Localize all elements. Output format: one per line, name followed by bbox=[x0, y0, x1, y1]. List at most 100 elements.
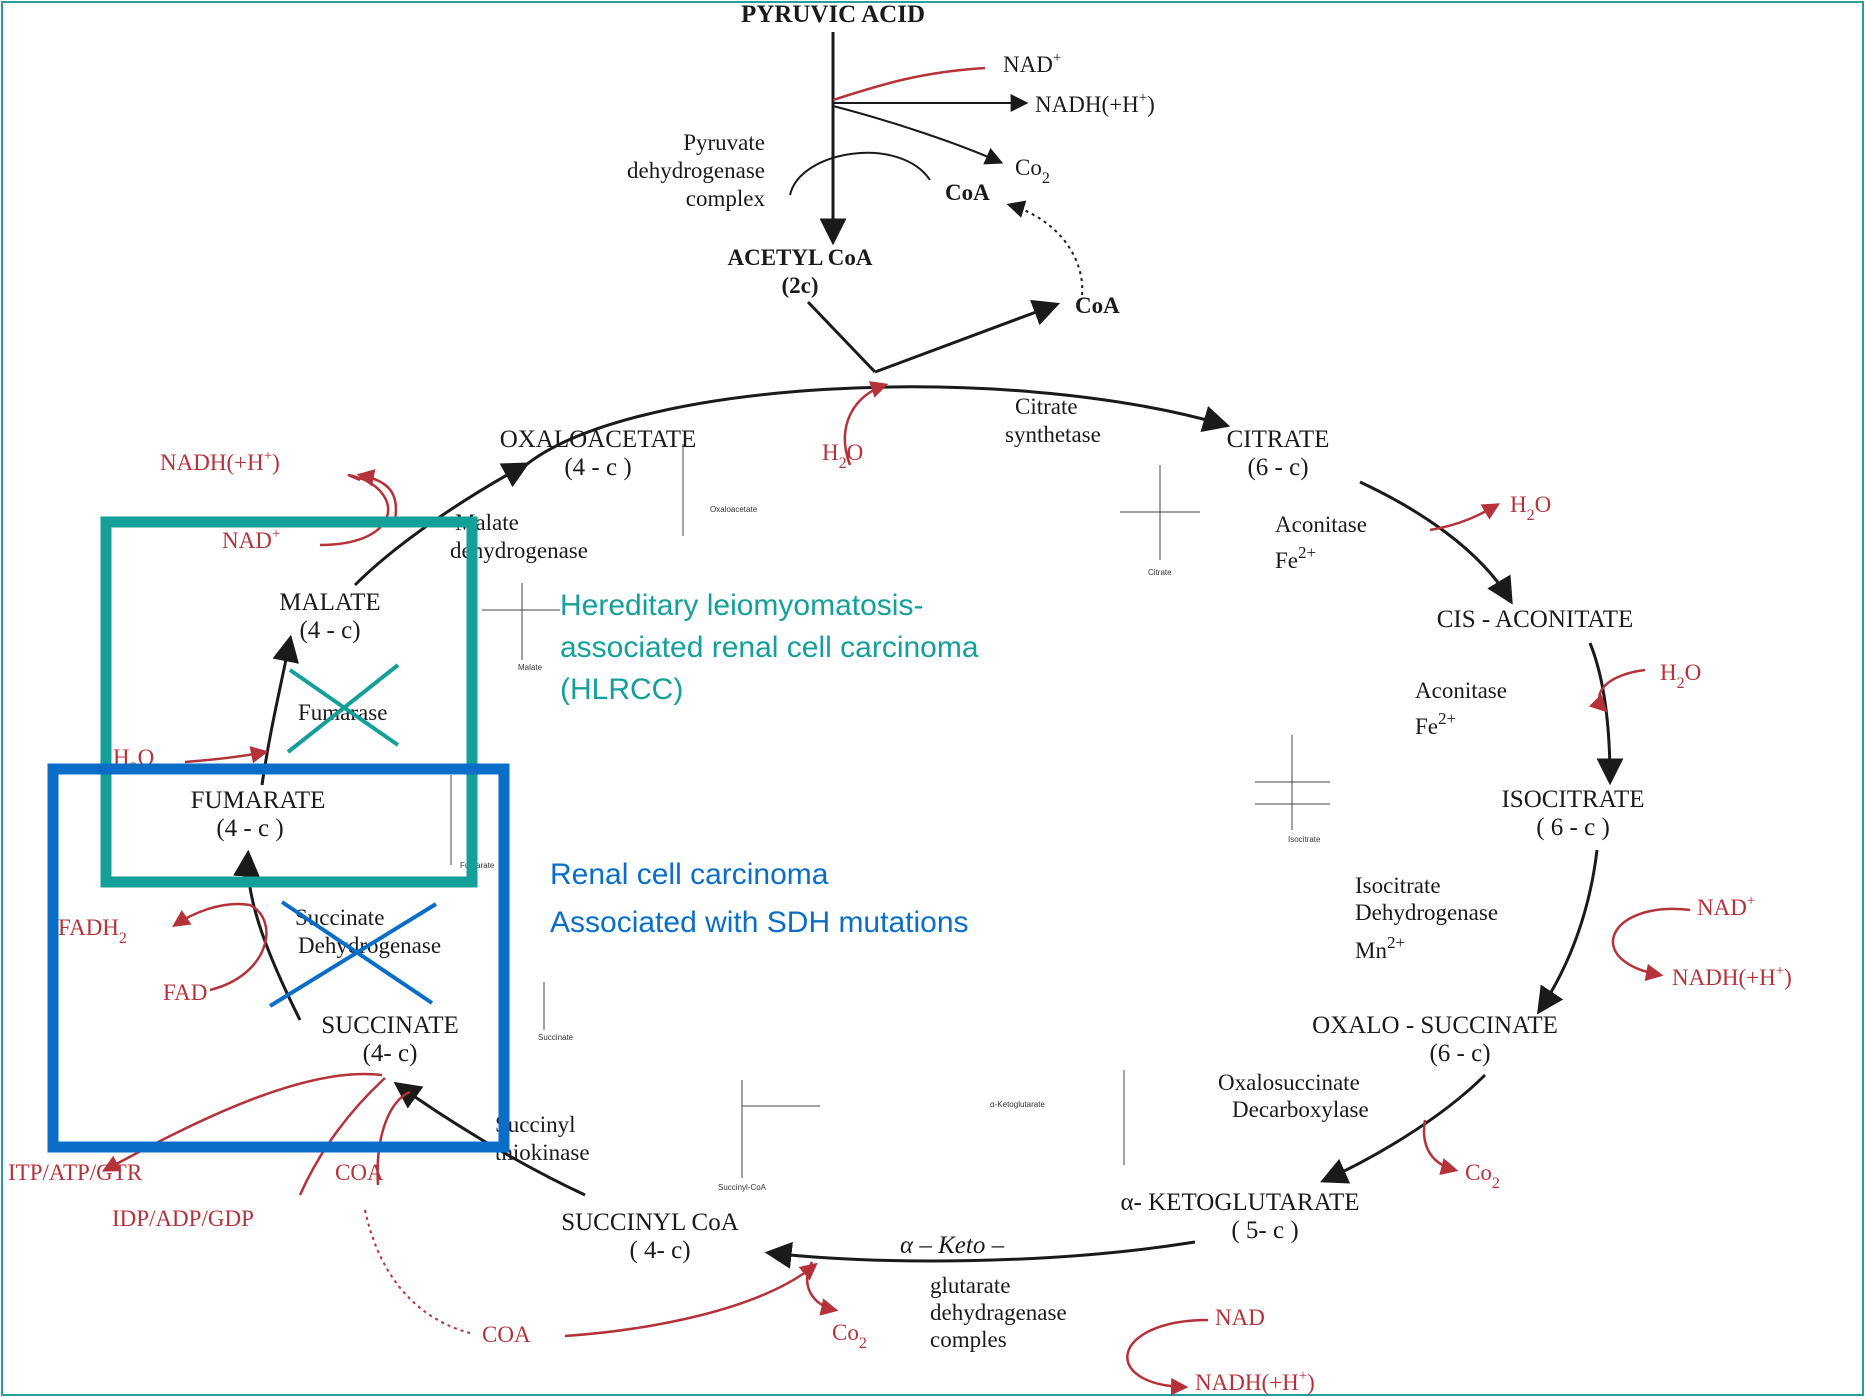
citrate-label: CITRATE bbox=[1227, 426, 1330, 453]
nadh-mdh: NADH(+H+) bbox=[160, 448, 280, 475]
mn-label: Mn2+ bbox=[1355, 933, 1405, 963]
coa-caps-bottom: COA bbox=[482, 1322, 531, 1347]
pdh-label-1: Pyruvate bbox=[683, 130, 765, 155]
hlrcc-box bbox=[100, 516, 478, 888]
nad-icdh-arrow bbox=[1611, 907, 1691, 982]
nad-icdh: NAD+ bbox=[1697, 893, 1755, 920]
coa-recycle-dotted bbox=[1006, 200, 1084, 296]
icdh-label-1: Isocitrate bbox=[1355, 873, 1441, 898]
fumarate-to-malate-arrow bbox=[260, 634, 300, 786]
nadh-top: NADH(+H+) bbox=[1035, 90, 1155, 117]
citrate-structure bbox=[1120, 465, 1200, 560]
isocitrate-label: ISOCITRATE bbox=[1501, 786, 1644, 813]
oxdc-label-1: Oxalosuccinate bbox=[1218, 1070, 1360, 1095]
oxalosuccinate-to-akg-arrow bbox=[1320, 1073, 1487, 1184]
succinyl-coa-label: SUCCINYL CoA bbox=[561, 1209, 739, 1236]
succinate-to-fumarate-arrow bbox=[233, 849, 302, 1021]
nadh-icdh: NADH(+H+) bbox=[1672, 963, 1792, 990]
fe-b: Fe2+ bbox=[1415, 709, 1456, 739]
co2-top: Co2 bbox=[1015, 155, 1050, 187]
cisaconitate-to-isocitrate-arrow bbox=[1588, 642, 1624, 786]
hlrcc-annotation-line-3: (HLRCC) bbox=[560, 673, 683, 706]
nadh-mdh-arrow bbox=[356, 469, 398, 521]
co2-oxdc-arrow bbox=[1422, 1119, 1459, 1176]
nad-mdh-arrow bbox=[319, 473, 390, 547]
aconitase-a: Aconitase bbox=[1275, 512, 1367, 537]
succinate-structure-label: Succinate bbox=[538, 1033, 574, 1042]
fad-label: FAD bbox=[163, 980, 207, 1005]
acetyl-to-cycle bbox=[806, 300, 877, 374]
co2-arrow bbox=[832, 105, 1004, 165]
fumarate-carbons: (4 - c ) bbox=[216, 815, 283, 842]
oxalosuccinate-carbons: (6 - c) bbox=[1429, 1040, 1490, 1067]
succinate-carbons: (4- c) bbox=[363, 1040, 418, 1067]
sdh-cross bbox=[268, 900, 438, 1008]
citrate-structure-label: Citrate bbox=[1148, 568, 1172, 577]
co2-oxdc: Co2 bbox=[1465, 1160, 1500, 1192]
idp-arrow bbox=[298, 1077, 386, 1196]
succinylcoa-structure bbox=[741, 1080, 820, 1178]
coa-dotted-loop bbox=[364, 1209, 471, 1334]
fe-a: Fe2+ bbox=[1275, 543, 1316, 573]
fad-arrow bbox=[172, 902, 268, 992]
sdh-annotation-line-1: Renal cell carcinoma bbox=[550, 858, 829, 891]
nad-branch bbox=[832, 66, 986, 102]
isocitrate-structure bbox=[1255, 735, 1330, 830]
nad-plus-top: NAD+ bbox=[1003, 50, 1061, 77]
cis-aconitate-label: CIS - ACONITATE bbox=[1437, 606, 1634, 633]
coa-released: CoA bbox=[1075, 293, 1120, 318]
oxaloacetate-carbons: (4 - c ) bbox=[564, 454, 631, 481]
fumarate-label: FUMARATE bbox=[191, 787, 326, 814]
hlrcc-annotation-line-1: Hereditary leiomyomatosis- bbox=[560, 589, 923, 622]
kgdh-label-3: dehydragenase bbox=[930, 1300, 1067, 1325]
coa-release-arrow bbox=[874, 299, 1061, 374]
citrate-synthetase-2: synthetase bbox=[1005, 422, 1101, 447]
oxaloacetate-structure-label: Oxaloacetate bbox=[710, 505, 758, 514]
itp-label: ITP/ATP/GTR bbox=[8, 1160, 143, 1185]
hlrcc-annotation-line-2: associated renal cell carcinoma bbox=[560, 631, 979, 664]
pyruvic-acid-label: PYRUVIC ACID bbox=[741, 1, 925, 28]
citrate-synthetase-1: Citrate bbox=[1015, 394, 1078, 419]
nad-mdh: NAD+ bbox=[222, 526, 280, 553]
coa-caps-label: COA bbox=[335, 1160, 384, 1185]
fumarase-cross bbox=[286, 663, 400, 754]
malate-structure bbox=[482, 583, 560, 660]
isocitrate-carbons: ( 6 - c ) bbox=[1536, 814, 1610, 841]
h2o-citrate-arrow bbox=[843, 381, 889, 466]
coa-out-arrow bbox=[376, 1090, 411, 1186]
acetyl-coa-label: ACETYL CoA bbox=[727, 245, 872, 270]
oxaloacetate-label: OXALOACETATE bbox=[500, 426, 697, 453]
itp-arrow bbox=[101, 1072, 383, 1172]
akg-to-succinylcoa-arrow bbox=[764, 1240, 1196, 1269]
akg-structure-label: α-Ketoglutarate bbox=[990, 1100, 1045, 1109]
h2o-out-1-arrow bbox=[1429, 503, 1501, 532]
nad-kgdh-arrow bbox=[1126, 1318, 1209, 1396]
h2o-in-2-arrow bbox=[1588, 668, 1646, 713]
fumarase-label: Fumarase bbox=[298, 700, 387, 725]
malate-structure-label: Malate bbox=[518, 663, 543, 672]
oxalosuccinate-label: OXALO - SUCCINATE bbox=[1312, 1012, 1558, 1039]
kgdh-label-4: comples bbox=[930, 1327, 1007, 1352]
coa-to-akg-arrow bbox=[564, 1262, 818, 1338]
malate-label: MALATE bbox=[279, 589, 380, 616]
nad-kgdh: NAD bbox=[1215, 1305, 1265, 1330]
succinylcoa-to-succinate-arrow bbox=[393, 1081, 586, 1197]
isocitrate-to-oxalosuccinate-arrow bbox=[1537, 849, 1599, 1015]
nadh-kgdh: NADH(+H+) bbox=[1195, 1368, 1315, 1395]
sdh-annotation-line-2: Associated with SDH mutations bbox=[550, 906, 969, 939]
sdh-box bbox=[47, 763, 510, 1153]
sdh-label-1: Succinate bbox=[295, 905, 384, 930]
oaa-to-citrate-arrow bbox=[518, 385, 1231, 472]
isocitrate-structure-label: Isocitrate bbox=[1288, 835, 1321, 844]
citrate-to-cisaconitate-arrow bbox=[1359, 480, 1513, 605]
ketoglutarate-carbons: ( 5- c ) bbox=[1231, 1217, 1298, 1244]
pdh-label-3: complex bbox=[686, 186, 766, 211]
sthk-label-2: thiokinase bbox=[495, 1140, 590, 1165]
h2o-fumarase-arrow bbox=[184, 746, 269, 764]
succinate-label: SUCCINATE bbox=[321, 1012, 459, 1039]
h2o-in-2: H2O bbox=[1660, 660, 1701, 692]
oxdc-label-2: Decarboxylase bbox=[1232, 1097, 1369, 1122]
coa-pdh-arc bbox=[789, 151, 931, 196]
